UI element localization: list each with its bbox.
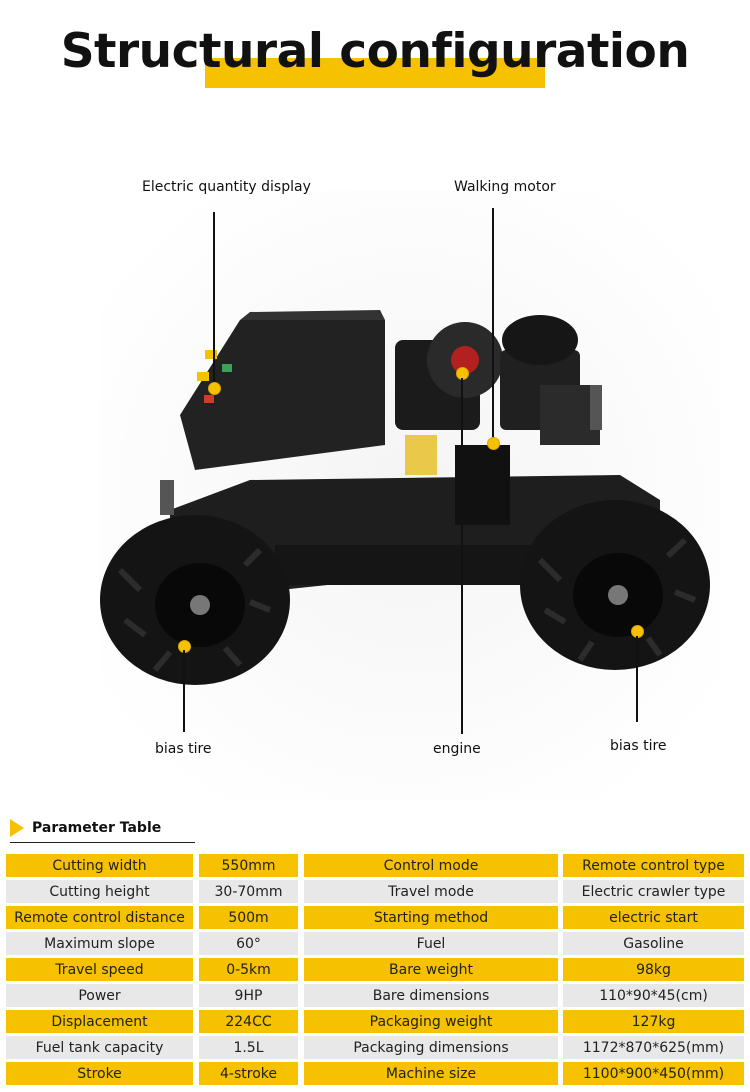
param-value-right: 1100*900*450(mm) [563, 1062, 744, 1085]
pointer-line-bias-tire-right [636, 636, 638, 722]
param-value-left: 1.5L [199, 1036, 298, 1059]
param-value-right: 110*90*45(cm) [563, 984, 744, 1007]
param-label-left: Power [6, 984, 193, 1007]
title-highlight-bar [205, 58, 545, 88]
param-label-left: Fuel tank capacity [6, 1036, 193, 1059]
param-label-right: Starting method [304, 906, 558, 929]
param-label-left: Displacement [6, 1010, 193, 1033]
param-label-left: Cutting width [6, 854, 193, 877]
param-label-left: Maximum slope [6, 932, 193, 955]
param-value-left: 30-70mm [199, 880, 298, 903]
pointer-line-bias-tire-left [183, 650, 185, 732]
param-label-left: Remote control distance [6, 906, 193, 929]
pointer-dot-electric-display [208, 382, 221, 395]
param-value-left: 550mm [199, 854, 298, 877]
param-value-right: Remote control type [563, 854, 744, 877]
pointer-dot-walking-motor [487, 437, 500, 450]
param-value-left: 224CC [199, 1010, 298, 1033]
param-label-right: Control mode [304, 854, 558, 877]
table-row: Remote control distance 500m Starting meth… [6, 906, 744, 929]
param-value-right: electric start [563, 906, 744, 929]
param-value-left: 9HP [199, 984, 298, 1007]
param-value-left: 500m [199, 906, 298, 929]
param-value-right: Electric crawler type [563, 880, 744, 903]
title-block: Structural configuration [0, 22, 750, 92]
callout-engine: engine [433, 741, 481, 757]
param-label-left: Stroke [6, 1062, 193, 1085]
page-title: Structural configuration [60, 24, 690, 79]
callout-electric-quantity-display: Electric quantity display [142, 179, 311, 195]
param-value-left: 4-stroke [199, 1062, 298, 1085]
callout-walking-motor: Walking motor [454, 179, 556, 195]
param-value-right: 98kg [563, 958, 744, 981]
pointer-line-walking-motor [492, 208, 494, 440]
param-label-right: Fuel [304, 932, 558, 955]
parameter-table-title: Parameter Table [32, 820, 162, 836]
param-label-right: Machine size [304, 1062, 558, 1085]
param-label-right: Packaging weight [304, 1010, 558, 1033]
callout-bias-tire-right: bias tire [610, 738, 667, 754]
param-label-left: Cutting height [6, 880, 193, 903]
callout-bias-tire-left: bias tire [155, 741, 212, 757]
param-value-right: Gasoline [563, 932, 744, 955]
param-value-right: 127kg [563, 1010, 744, 1033]
table-row: Fuel tank capacity 1.5L Packaging dimensio… [6, 1036, 744, 1059]
arrow-icon [10, 819, 24, 837]
heading-underline [10, 842, 195, 843]
param-value-left: 60° [199, 932, 298, 955]
lawn-mower-image [100, 190, 720, 800]
pointer-line-electric-display [213, 212, 215, 385]
param-label-right: Bare dimensions [304, 984, 558, 1007]
pointer-line-engine [461, 378, 463, 734]
param-value-right: 1172*870*625(mm) [563, 1036, 744, 1059]
param-label-right: Travel mode [304, 880, 558, 903]
param-value-left: 0-5km [199, 958, 298, 981]
param-label-right: Bare weight [304, 958, 558, 981]
param-label-left: Travel speed [6, 958, 193, 981]
param-label-right: Packaging dimensions [304, 1036, 558, 1059]
